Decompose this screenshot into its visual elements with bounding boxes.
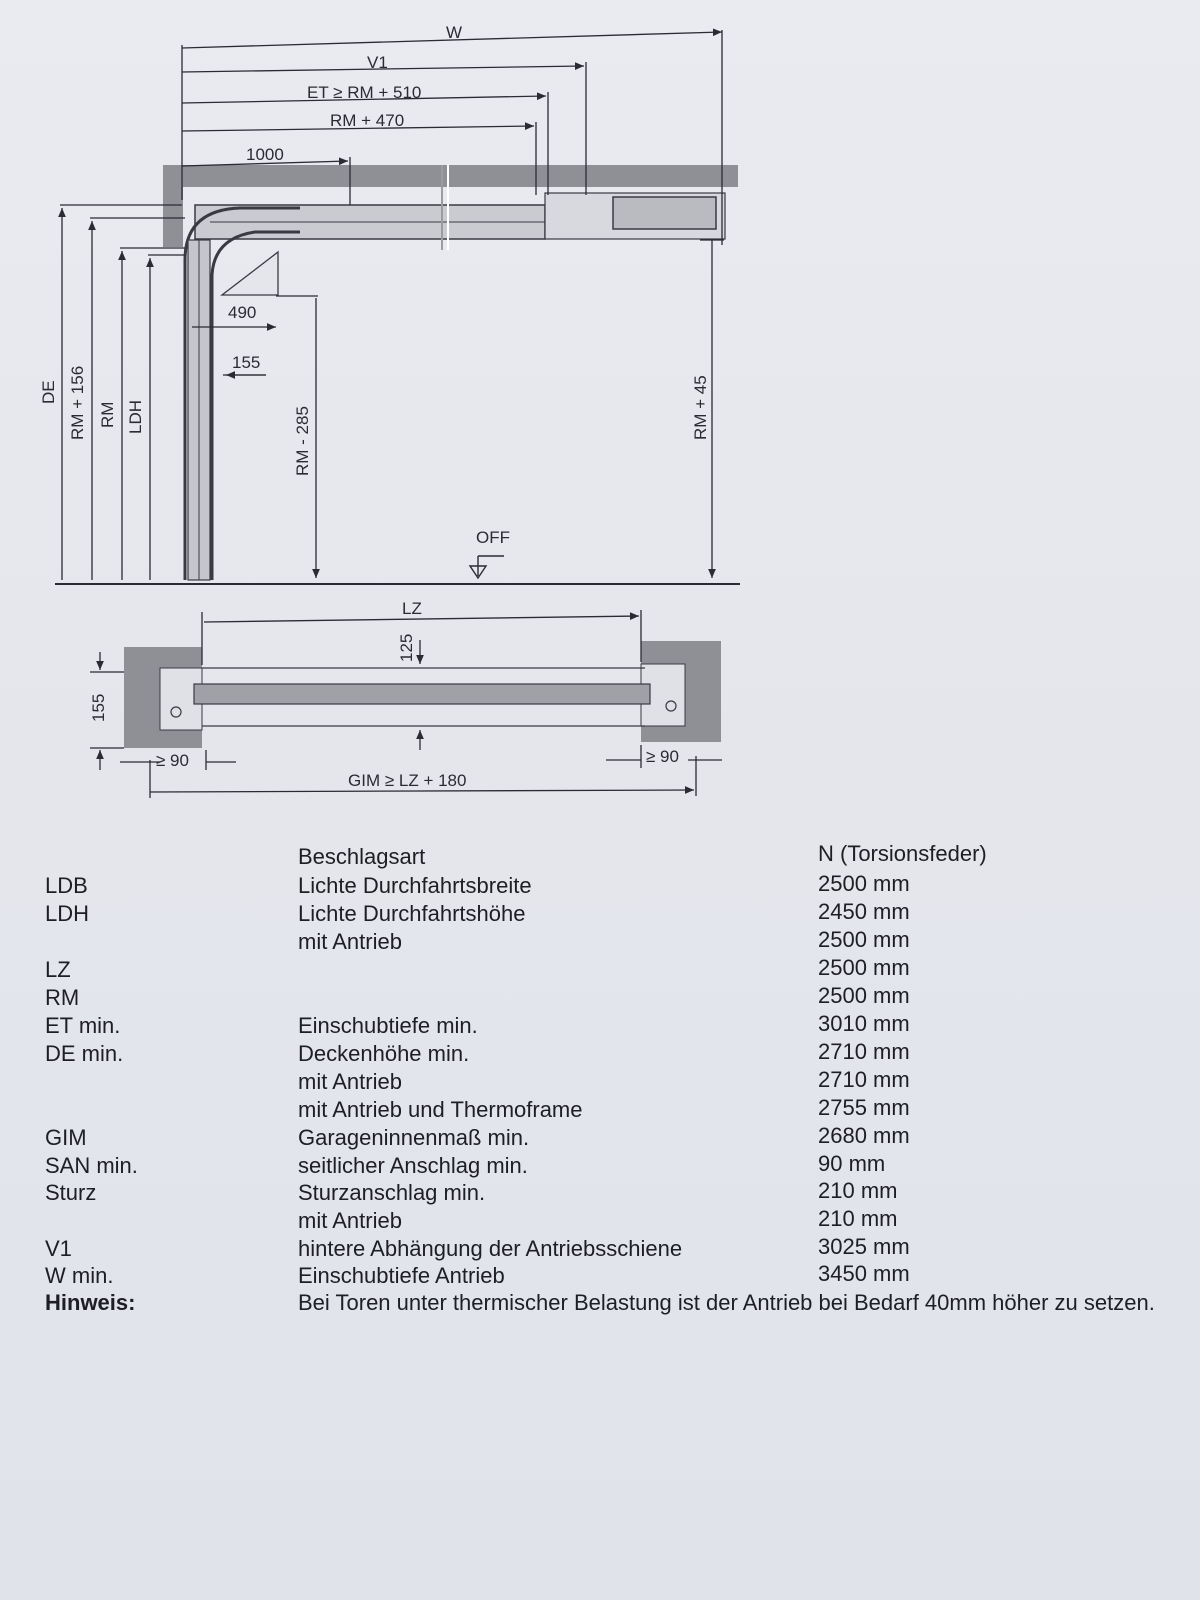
row-value: 2500 mm: [818, 927, 910, 952]
row-value: 2450 mm: [818, 899, 910, 924]
row-code: Sturz: [45, 1180, 97, 1205]
row-desc: Lichte Durchfahrtshöhe: [298, 901, 526, 926]
plan-door-leaf: [193, 683, 651, 705]
dim-rm470: RM + 470: [330, 111, 404, 130]
ceiling-band: [163, 165, 738, 187]
row-value: 210 mm: [818, 1206, 898, 1231]
dim-w: W: [446, 23, 462, 42]
curved-track: [183, 206, 300, 580]
dim-gim: GIM ≥ LZ + 180: [348, 771, 466, 790]
note-text: Bei Toren unter thermischer Belastung is…: [298, 1290, 1155, 1315]
dim-155-plan: 155: [89, 694, 108, 722]
row-code: LDB: [45, 873, 88, 898]
row-desc: seitlicher Anschlag min.: [298, 1153, 528, 1178]
dim-155: 155: [232, 353, 260, 372]
row-value: 3010 mm: [818, 1011, 910, 1036]
dim-490: 490: [228, 303, 256, 322]
dim-rm: RM: [98, 402, 117, 428]
row-desc: mit Antrieb: [298, 1208, 402, 1233]
dim-125: 125: [397, 634, 416, 662]
dim-de: DE: [39, 380, 58, 404]
row-desc: mit Antrieb: [298, 929, 402, 954]
row-desc: Sturzanschlag min.: [298, 1180, 486, 1205]
note-label: Hinweis:: [45, 1290, 136, 1315]
row-desc: mit Antrieb: [298, 1069, 402, 1094]
row-value: 2680 mm: [818, 1123, 910, 1148]
row-value: 2710 mm: [818, 1039, 910, 1064]
row-code: GIM: [45, 1125, 87, 1150]
row-desc: Garageninnenmaß min.: [298, 1125, 530, 1150]
off-label: OFF: [476, 528, 510, 547]
dim-rm285: RM - 285: [293, 406, 312, 476]
row-value: 210 mm: [818, 1178, 898, 1203]
row-code: ET min.: [45, 1013, 121, 1038]
dim-san-left: ≥ 90: [156, 751, 189, 770]
dim-et: ET ≥ RM + 510: [307, 83, 421, 102]
row-desc: Lichte Durchfahrtsbreite: [298, 873, 532, 898]
off-marker-icon: [468, 555, 504, 580]
row-code: LDH: [45, 901, 90, 926]
dim-v1: V1: [367, 53, 388, 72]
row-value: 2500 mm: [818, 871, 910, 896]
dim-ldh: LDH: [126, 400, 145, 434]
dim-1000: 1000: [246, 145, 284, 164]
row-value: 3450 mm: [818, 1261, 910, 1286]
row-value: 2710 mm: [818, 1067, 910, 1092]
row-code: LZ: [45, 957, 71, 982]
table-header-value: N (Torsionsfeder): [818, 841, 987, 866]
dim-rm156: RM + 156: [68, 366, 87, 440]
table-header-label: Beschlagsart: [298, 844, 426, 869]
row-desc: Einschubtiefe Antrieb: [298, 1263, 505, 1288]
row-value: 2755 mm: [818, 1095, 910, 1120]
dim-san-right: ≥ 90: [646, 747, 679, 766]
row-code: SAN min.: [45, 1153, 138, 1178]
row-value: 3025 mm: [818, 1234, 910, 1259]
row-code: DE min.: [45, 1041, 124, 1066]
row-code: RM: [45, 985, 80, 1010]
row-code: V1: [45, 1236, 72, 1261]
row-value: 90 mm: [818, 1151, 886, 1176]
row-desc: Deckenhöhe min.: [298, 1041, 470, 1066]
row-value: 2500 mm: [818, 983, 910, 1008]
row-value: 2500 mm: [818, 955, 910, 980]
door-dimension-drawing: W V1 ET ≥ RM + 510 RM + 470 1000 DE RM +…: [39, 23, 740, 798]
dim-lz: LZ: [402, 599, 422, 618]
row-desc: hintere Abhängung der Antriebsschiene: [298, 1236, 683, 1261]
lintel-wall: [163, 187, 183, 247]
row-desc: mit Antrieb und Thermoframe: [298, 1097, 583, 1122]
row-desc: Einschubtiefe min.: [298, 1013, 478, 1038]
row-code: W min.: [45, 1263, 114, 1288]
motor-unit: [612, 196, 717, 230]
dim-rm45: RM + 45: [691, 375, 710, 440]
